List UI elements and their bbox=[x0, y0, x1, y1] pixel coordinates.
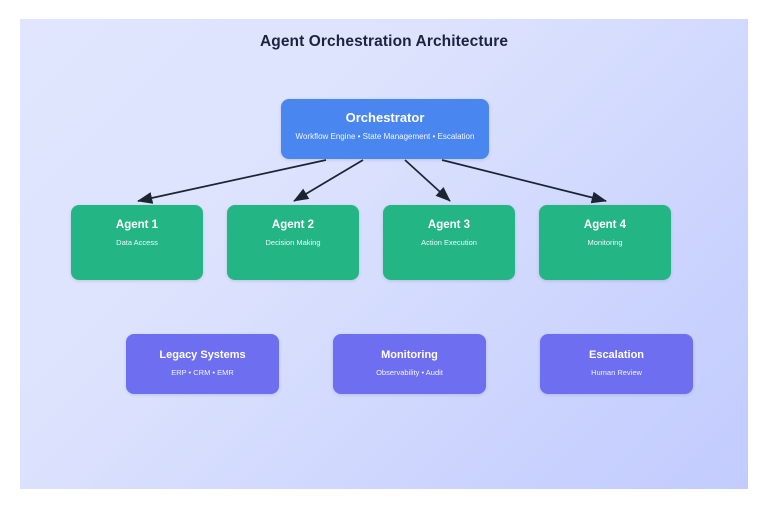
node-agent-4-title: Agent 4 bbox=[583, 219, 627, 231]
node-agent-2-subtitle: Decision Making bbox=[265, 237, 321, 247]
node-orchestrator-subtitle: Workflow Engine • State Management • Esc… bbox=[295, 132, 475, 142]
node-agent-4[interactable]: Agent 4 Monitoring bbox=[539, 205, 671, 280]
node-orchestrator-title: Orchestrator bbox=[345, 110, 425, 125]
node-agent-4-subtitle: Monitoring bbox=[587, 237, 623, 247]
node-legacy-systems[interactable]: Legacy Systems ERP • CRM • EMR bbox=[126, 334, 279, 394]
node-monitoring[interactable]: Monitoring Observability • Audit bbox=[333, 334, 486, 394]
arrow-orchestrator-to-agent-1 bbox=[137, 159, 327, 204]
node-monitoring-subtitle: Observability • Audit bbox=[376, 368, 443, 378]
diagram-canvas: Agent Orchestration Architecture Orchest… bbox=[20, 19, 748, 489]
arrow-orchestrator-to-agent-4 bbox=[441, 159, 607, 204]
node-agent-1-title: Agent 1 bbox=[115, 219, 159, 231]
node-legacy-systems-title: Legacy Systems bbox=[159, 349, 246, 361]
page-title: Agent Orchestration Architecture bbox=[259, 33, 509, 50]
node-agent-1-subtitle: Data Access bbox=[116, 237, 158, 247]
arrow-orchestrator-to-agent-2 bbox=[293, 159, 364, 202]
node-escalation[interactable]: Escalation Human Review bbox=[540, 334, 693, 394]
node-legacy-systems-subtitle: ERP • CRM • EMR bbox=[171, 368, 234, 378]
node-agent-3-title: Agent 3 bbox=[427, 219, 471, 231]
node-agent-1[interactable]: Agent 1 Data Access bbox=[71, 205, 203, 280]
arrow-orchestrator-to-agent-3 bbox=[404, 159, 451, 202]
node-escalation-title: Escalation bbox=[588, 349, 645, 361]
node-agent-3[interactable]: Agent 3 Action Execution bbox=[383, 205, 515, 280]
node-agent-2[interactable]: Agent 2 Decision Making bbox=[227, 205, 359, 280]
node-agent-2-title: Agent 2 bbox=[271, 219, 315, 231]
node-escalation-subtitle: Human Review bbox=[591, 368, 642, 378]
node-monitoring-title: Monitoring bbox=[381, 349, 438, 361]
node-agent-3-subtitle: Action Execution bbox=[421, 237, 477, 247]
node-orchestrator[interactable]: Orchestrator Workflow Engine • State Man… bbox=[281, 99, 489, 159]
